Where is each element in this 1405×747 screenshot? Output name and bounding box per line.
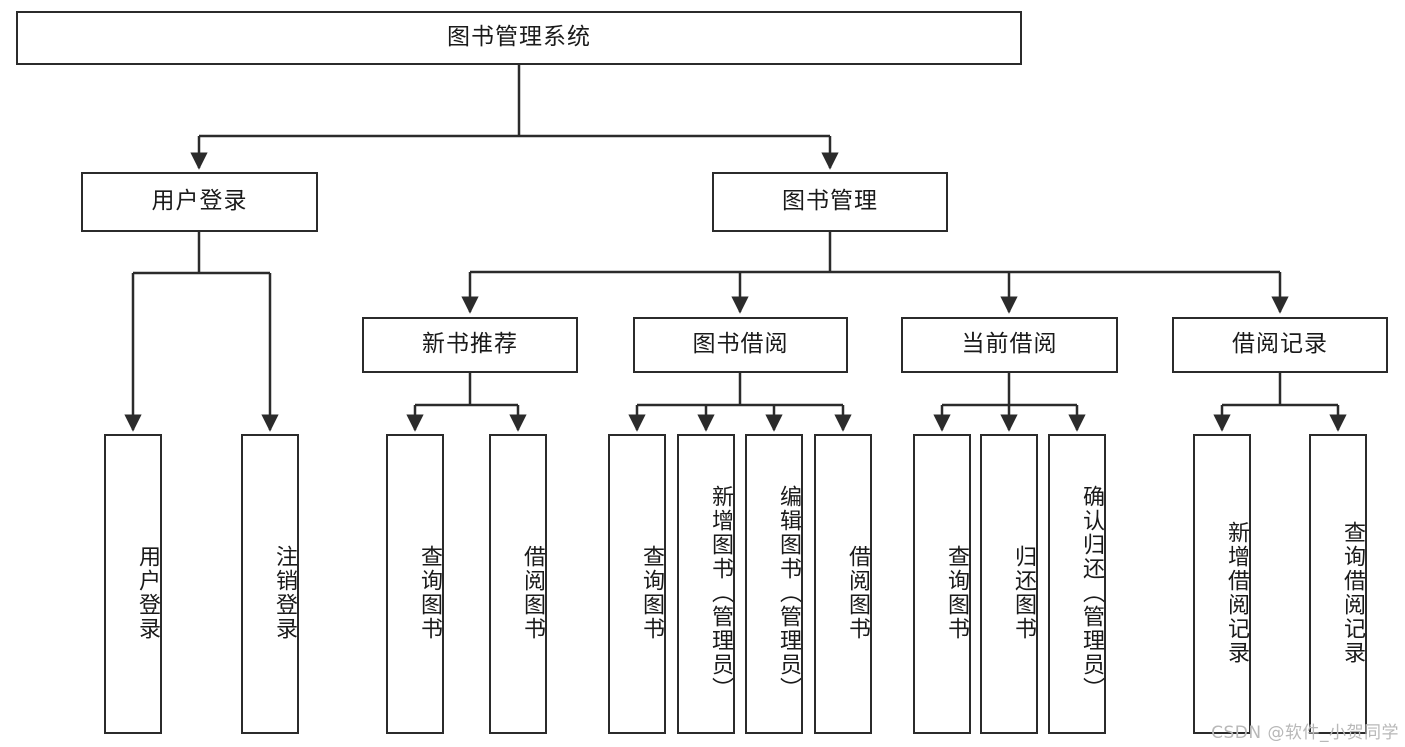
node-leaf-query-book-2-label: 查询图书 bbox=[639, 545, 664, 641]
node-leaf-user-login[interactable]: 用户登录 bbox=[104, 434, 162, 734]
node-leaf-return-book[interactable]: 归还图书 bbox=[980, 434, 1038, 734]
node-leaf-user-login-label: 用户登录 bbox=[135, 545, 160, 641]
node-leaf-query-book-3-label: 查询图书 bbox=[944, 545, 969, 641]
node-book-borrow[interactable]: 图书借阅 bbox=[633, 317, 848, 373]
node-leaf-add-record-label: 新增借阅记录 bbox=[1224, 521, 1249, 665]
node-leaf-confirm-return-label: 确认归还（管理员） bbox=[1079, 485, 1104, 701]
node-user-login-label: 用户登录 bbox=[151, 188, 248, 215]
node-leaf-edit-book-label: 编辑图书（管理员） bbox=[776, 485, 801, 701]
node-leaf-query-book-1-label: 查询图书 bbox=[417, 545, 442, 641]
node-leaf-query-record-label: 查询借阅记录 bbox=[1340, 521, 1365, 665]
node-leaf-confirm-return[interactable]: 确认归还（管理员） bbox=[1048, 434, 1106, 734]
node-new-book-recommend-label: 新书推荐 bbox=[422, 331, 518, 358]
watermark: CSDN @软件_小贺同学 bbox=[1211, 723, 1399, 743]
node-leaf-query-book-1[interactable]: 查询图书 bbox=[386, 434, 444, 734]
node-user-login[interactable]: 用户登录 bbox=[81, 172, 318, 232]
node-leaf-borrow-book-1[interactable]: 借阅图书 bbox=[489, 434, 547, 734]
node-root[interactable]: 图书管理系统 bbox=[16, 11, 1022, 65]
node-leaf-return-book-label: 归还图书 bbox=[1011, 545, 1036, 641]
node-leaf-user-logout[interactable]: 注销登录 bbox=[241, 434, 299, 734]
node-leaf-borrow-book-2-label: 借阅图书 bbox=[845, 545, 870, 641]
node-leaf-add-book-label: 新增图书（管理员） bbox=[708, 485, 733, 701]
node-book-manage[interactable]: 图书管理 bbox=[712, 172, 948, 232]
node-borrow-record-label: 借阅记录 bbox=[1232, 331, 1328, 358]
node-leaf-query-book-3[interactable]: 查询图书 bbox=[913, 434, 971, 734]
node-current-borrow[interactable]: 当前借阅 bbox=[901, 317, 1118, 373]
node-leaf-add-book[interactable]: 新增图书（管理员） bbox=[677, 434, 735, 734]
node-leaf-borrow-book-2[interactable]: 借阅图书 bbox=[814, 434, 872, 734]
node-leaf-user-logout-label: 注销登录 bbox=[272, 545, 297, 641]
node-leaf-query-record[interactable]: 查询借阅记录 bbox=[1309, 434, 1367, 734]
node-leaf-borrow-book-1-label: 借阅图书 bbox=[520, 545, 545, 641]
node-book-borrow-label: 图书借阅 bbox=[692, 331, 789, 358]
node-borrow-record[interactable]: 借阅记录 bbox=[1172, 317, 1388, 373]
node-leaf-query-book-2[interactable]: 查询图书 bbox=[608, 434, 666, 734]
node-book-manage-label: 图书管理 bbox=[782, 188, 878, 215]
node-current-borrow-label: 当前借阅 bbox=[961, 331, 1058, 358]
node-new-book-recommend[interactable]: 新书推荐 bbox=[362, 317, 578, 373]
node-root-label: 图书管理系统 bbox=[447, 24, 591, 51]
node-leaf-edit-book[interactable]: 编辑图书（管理员） bbox=[745, 434, 803, 734]
node-leaf-add-record[interactable]: 新增借阅记录 bbox=[1193, 434, 1251, 734]
